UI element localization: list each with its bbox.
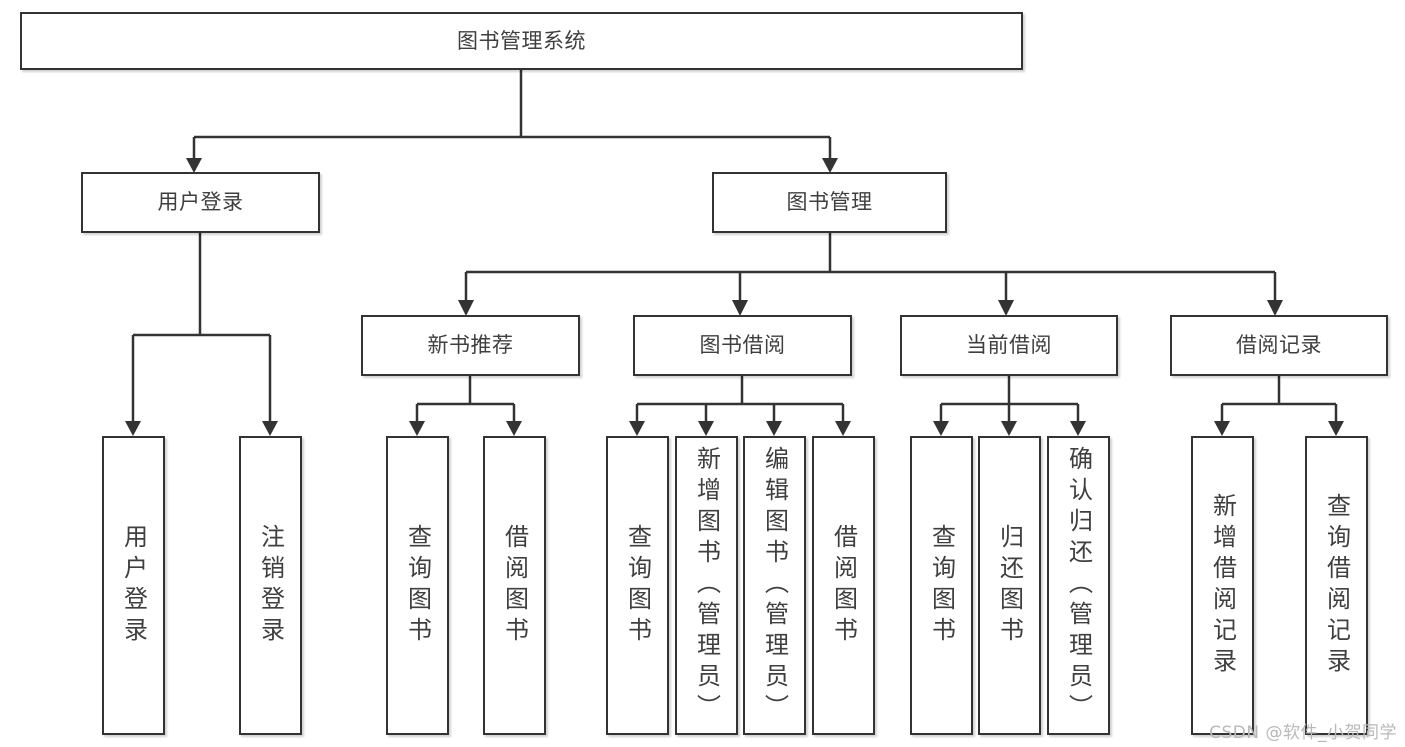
- node-leaf-book-borrow-query[interactable]: 查询图书: [606, 436, 669, 735]
- node-book-management[interactable]: 图书管理: [712, 172, 947, 233]
- node-label: 编辑图书（管理员）: [760, 446, 789, 725]
- node-label: 新书推荐: [427, 333, 514, 358]
- arrow-book-borrow-c1: [629, 421, 645, 436]
- node-user-login[interactable]: 用户登录: [81, 172, 320, 233]
- arrow-root-to-user-login: [186, 158, 202, 173]
- node-book-borrow[interactable]: 图书借阅: [633, 315, 852, 376]
- node-leaf-new-book-borrow[interactable]: 借阅图书: [483, 436, 546, 735]
- node-label: 图书借阅: [699, 333, 786, 358]
- node-label: 查询借阅记录: [1322, 492, 1351, 679]
- node-leaf-current-borrow-confirm-return[interactable]: 确认归还（管理员）: [1047, 436, 1110, 735]
- node-label: 当前借阅: [966, 333, 1052, 358]
- arrow-root-to-book-mgmt: [822, 158, 838, 173]
- arrow-book-borrow-c3: [766, 421, 782, 436]
- node-label: 图书管理: [786, 190, 873, 215]
- node-label: 图书管理系统: [457, 28, 586, 53]
- node-label: 借阅图书: [500, 523, 529, 648]
- arrow-new-book-c1: [409, 421, 425, 436]
- node-label: 新增图书（管理员）: [692, 446, 721, 725]
- arrow-book-borrow-c4: [835, 421, 851, 436]
- arrow-current-borrow-c1: [933, 421, 949, 436]
- node-leaf-new-book-query[interactable]: 查询图书: [386, 436, 449, 735]
- node-leaf-book-borrow-add[interactable]: 新增图书（管理员）: [675, 436, 738, 735]
- arrow-user-login-child1: [125, 421, 141, 436]
- node-borrow-record[interactable]: 借阅记录: [1170, 315, 1388, 376]
- node-label: 注销登录: [256, 523, 285, 648]
- node-root-book-management-system[interactable]: 图书管理系统: [20, 12, 1023, 70]
- node-label: 归还图书: [995, 523, 1024, 648]
- arrow-current-borrow-c3: [1070, 421, 1086, 436]
- node-label: 查询图书: [623, 523, 652, 648]
- arrow-new-book-c2: [506, 421, 522, 436]
- node-label: 用户登录: [157, 190, 244, 215]
- node-leaf-current-borrow-return[interactable]: 归还图书: [978, 436, 1041, 735]
- node-leaf-user-login-login[interactable]: 用户登录: [102, 436, 165, 735]
- node-label: 借阅图书: [829, 523, 858, 648]
- node-label: 查询图书: [403, 523, 432, 648]
- arrow-book-mgmt-c4: [1267, 300, 1283, 316]
- node-new-book-recommend[interactable]: 新书推荐: [361, 315, 580, 376]
- node-leaf-borrow-record-query[interactable]: 查询借阅记录: [1305, 436, 1368, 735]
- node-leaf-borrow-record-add[interactable]: 新增借阅记录: [1191, 436, 1254, 735]
- node-leaf-book-borrow-edit[interactable]: 编辑图书（管理员）: [743, 436, 806, 735]
- node-label: 用户登录: [119, 523, 148, 648]
- node-leaf-book-borrow-borrow[interactable]: 借阅图书: [812, 436, 875, 735]
- node-current-borrow[interactable]: 当前借阅: [900, 315, 1118, 376]
- node-leaf-current-borrow-query[interactable]: 查询图书: [910, 436, 973, 735]
- node-label: 确认归还（管理员）: [1064, 446, 1093, 725]
- arrow-current-borrow-c2: [1001, 421, 1017, 436]
- node-leaf-user-login-logout[interactable]: 注销登录: [239, 436, 302, 735]
- node-label: 新增借阅记录: [1208, 492, 1237, 679]
- arrow-book-mgmt-c2: [732, 300, 748, 316]
- arrow-borrow-record-c1: [1214, 421, 1230, 436]
- arrow-book-mgmt-c1: [458, 300, 474, 316]
- arrow-book-mgmt-c3: [998, 300, 1014, 316]
- arrow-borrow-record-c2: [1328, 421, 1344, 436]
- arrow-user-login-child2: [262, 421, 278, 436]
- node-label: 查询图书: [927, 523, 956, 648]
- node-label: 借阅记录: [1236, 333, 1322, 358]
- arrow-book-borrow-c2: [698, 421, 714, 436]
